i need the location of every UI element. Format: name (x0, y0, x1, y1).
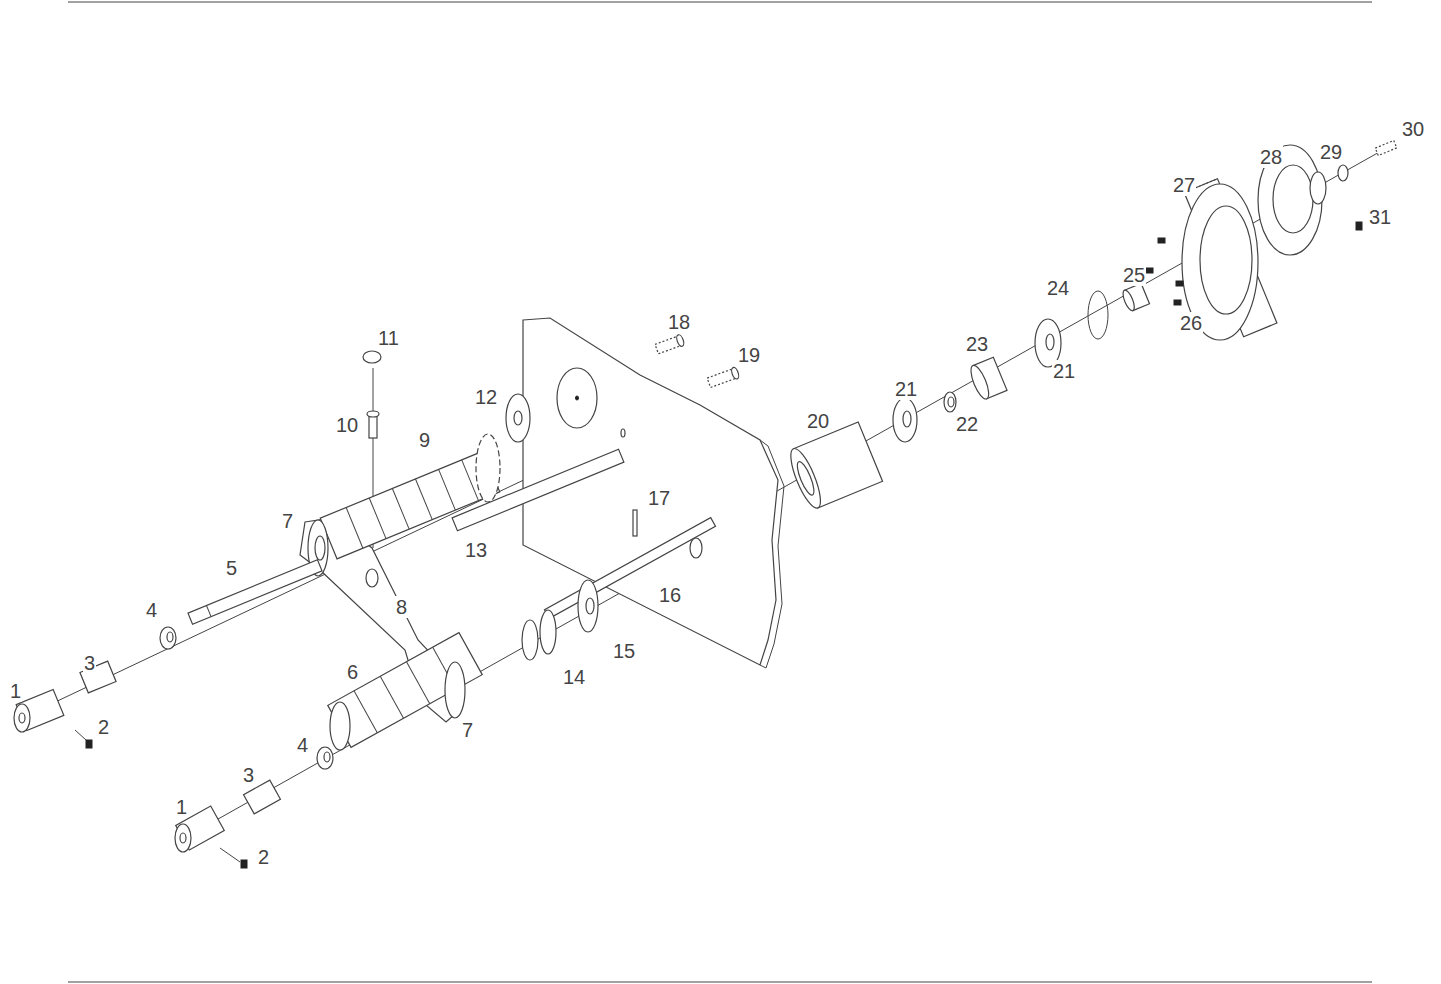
set-screw (86, 740, 92, 748)
washer (540, 610, 556, 654)
callout-number: 2 (257, 846, 270, 868)
flange (445, 662, 465, 718)
plate-edge (760, 440, 784, 668)
callout-number: 21 (1052, 360, 1076, 382)
callout-number: 5 (225, 557, 238, 579)
washer (1338, 165, 1348, 181)
bolt (1375, 140, 1397, 155)
set-screw (241, 860, 247, 868)
callout-number: 27 (1172, 174, 1196, 196)
callout-number: 10 (335, 414, 359, 436)
cap (363, 351, 381, 363)
callout-number: 4 (296, 734, 309, 756)
callout-number: 8 (395, 596, 408, 618)
roller-end (330, 702, 350, 750)
callout-number: 14 (562, 666, 586, 688)
bore (324, 752, 330, 762)
callout-number: 24 (1046, 277, 1070, 299)
flange-washer (578, 580, 598, 632)
bushing (317, 747, 333, 769)
hole (366, 569, 378, 587)
bushing (160, 627, 176, 649)
set-screw (1356, 222, 1362, 230)
bolt (655, 334, 685, 355)
callout-number: 13 (464, 539, 488, 561)
side-plate (523, 318, 778, 665)
roller (328, 633, 482, 748)
spacer (944, 392, 956, 412)
callout-number: 2 (97, 716, 110, 738)
screw (369, 416, 377, 438)
callout-number: 28 (1259, 146, 1283, 168)
callout-number: 23 (965, 333, 989, 355)
callout-number: 20 (806, 410, 830, 432)
callout-number: 31 (1368, 206, 1392, 228)
callout-number: 9 (418, 429, 431, 451)
callout-number: 7 (461, 719, 474, 741)
callout-number: 11 (377, 327, 400, 349)
leader-line (220, 848, 240, 862)
callout-number: 3 (242, 764, 255, 786)
pulley-bore (1200, 206, 1252, 314)
bolt (707, 367, 740, 389)
callout-number: 26 (1179, 312, 1203, 334)
callout-number: 18 (667, 311, 691, 333)
bearing-housing (785, 422, 882, 511)
callout-number: 1 (9, 680, 22, 702)
callout-number: 30 (1401, 118, 1425, 140)
washer (506, 394, 530, 442)
callout-number: 19 (737, 344, 761, 366)
shaft (188, 560, 322, 624)
callout-number: 12 (474, 386, 498, 408)
plate-disc (557, 368, 597, 428)
callout-number: 16 (658, 584, 682, 606)
bore (167, 632, 173, 642)
callout-number: 4 (145, 599, 158, 621)
hole (621, 429, 625, 437)
callout-number: 29 (1319, 141, 1343, 163)
flange (522, 620, 538, 660)
collar-end (175, 824, 191, 852)
spacer (1121, 283, 1150, 312)
bore (948, 397, 954, 407)
retaining-ring (1088, 291, 1108, 339)
screw (1146, 268, 1153, 273)
collar-end (14, 704, 30, 732)
hub-boss (1310, 172, 1326, 204)
page-rule (68, 982, 1372, 983)
callout-number: 6 (346, 661, 359, 683)
screw (1176, 281, 1183, 286)
hub-face (1273, 165, 1313, 233)
pin (633, 510, 637, 536)
bore (1046, 334, 1054, 350)
leader-line (75, 730, 86, 740)
shaft (544, 518, 715, 619)
callout-number: 1 (175, 796, 188, 818)
callout-number: 3 (83, 652, 96, 674)
hole (576, 396, 579, 400)
screw (1158, 238, 1165, 243)
ring (967, 357, 1007, 401)
flange-bore (315, 536, 325, 560)
washer-bore (514, 411, 522, 425)
page-rule (68, 2, 1372, 3)
washer-bore (586, 598, 594, 614)
bore (903, 411, 911, 427)
screw-head (367, 411, 379, 417)
bar (452, 449, 624, 531)
screw (1174, 300, 1181, 305)
callout-number: 17 (647, 487, 671, 509)
callout-number: 15 (612, 640, 636, 662)
sprocket (476, 434, 500, 502)
shaft-end (690, 538, 702, 558)
bearing (893, 398, 917, 442)
callout-number: 22 (955, 413, 979, 435)
callout-number: 25 (1122, 264, 1146, 286)
callout-number: 7 (281, 510, 294, 532)
callout-number: 21 (894, 378, 918, 400)
bore (180, 833, 186, 843)
bore (19, 713, 25, 723)
